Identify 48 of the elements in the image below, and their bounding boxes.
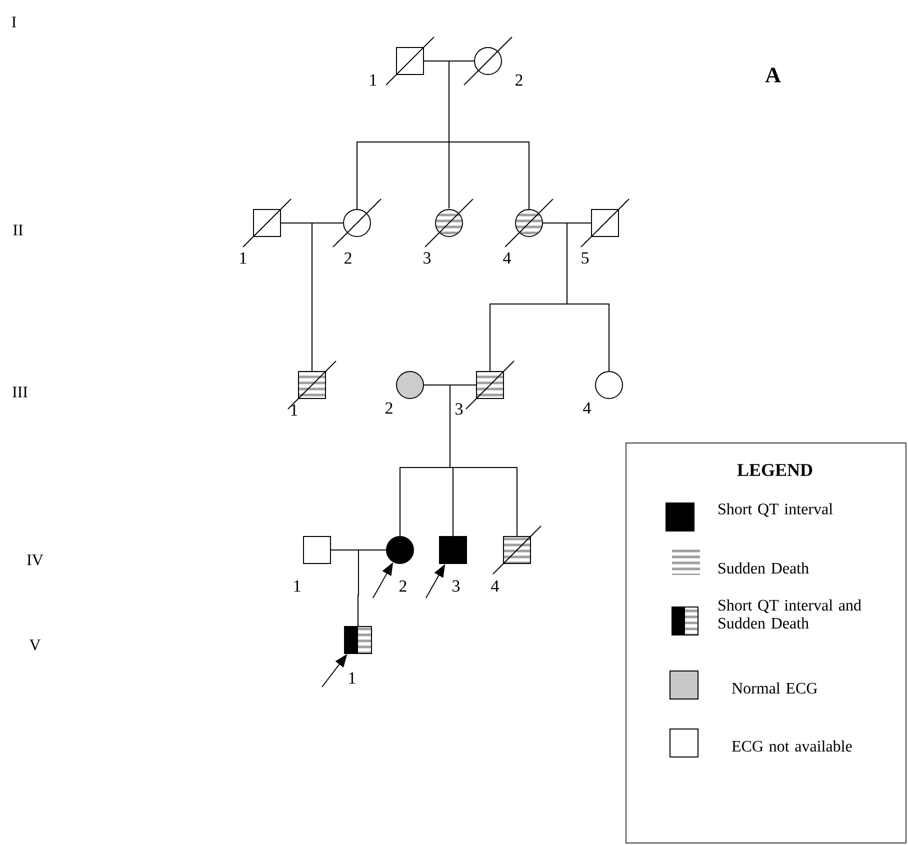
individual-number: 1 bbox=[349, 672, 356, 684]
individual-number: 1 bbox=[291, 404, 298, 416]
generation-numeral: V bbox=[29, 640, 41, 650]
male-square bbox=[242, 198, 292, 248]
individual-number: 3 bbox=[424, 252, 431, 264]
generation-numeral: I bbox=[12, 16, 16, 28]
legend-text: Normal ECG bbox=[732, 682, 818, 694]
male-square bbox=[303, 536, 331, 564]
generation-numeral: IV bbox=[27, 554, 44, 566]
generation-numeral: III bbox=[12, 386, 28, 398]
legend-text: Short QT interval and Sudden Death bbox=[718, 599, 862, 629]
legend-text: Sudden Death bbox=[718, 562, 809, 574]
individual-number: 3 bbox=[456, 403, 463, 415]
male-square bbox=[466, 360, 514, 410]
female-circle bbox=[424, 198, 474, 248]
female-circle bbox=[386, 536, 414, 564]
individual-number: 1 bbox=[240, 252, 246, 264]
descent-line bbox=[566, 222, 610, 372]
individual-number: 4 bbox=[583, 402, 591, 414]
individual-number: 2 bbox=[400, 580, 406, 592]
individual-number: 2 bbox=[344, 252, 352, 264]
individual-number: 4 bbox=[503, 252, 511, 264]
descent-line bbox=[358, 550, 386, 626]
panel-letter: A bbox=[765, 68, 781, 82]
legend-text: ECG not available bbox=[732, 740, 852, 752]
individual-number: 2 bbox=[386, 402, 392, 414]
individual-number: 5 bbox=[582, 252, 589, 264]
individual-number: 1 bbox=[294, 580, 300, 592]
female-circle bbox=[504, 198, 554, 248]
male-square bbox=[386, 36, 434, 86]
descent-line bbox=[448, 60, 530, 210]
male-square bbox=[344, 626, 372, 654]
female-circle bbox=[396, 371, 424, 399]
female-circle bbox=[595, 371, 623, 399]
female-circle bbox=[332, 198, 382, 248]
descent-line bbox=[450, 384, 518, 536]
individual-number: 4 bbox=[491, 580, 499, 592]
male-square bbox=[492, 526, 542, 574]
descent-line bbox=[312, 222, 344, 372]
male-square bbox=[439, 536, 467, 564]
generation-numeral: II bbox=[13, 224, 23, 236]
male-square bbox=[580, 198, 630, 248]
individual-number: 3 bbox=[452, 580, 460, 592]
legend-title: LEGEND bbox=[737, 464, 812, 476]
female-circle bbox=[464, 36, 512, 86]
legend-text: Short QT interval bbox=[718, 503, 833, 517]
individual-number: 1 bbox=[370, 74, 376, 86]
individual-number: 2 bbox=[516, 74, 522, 86]
